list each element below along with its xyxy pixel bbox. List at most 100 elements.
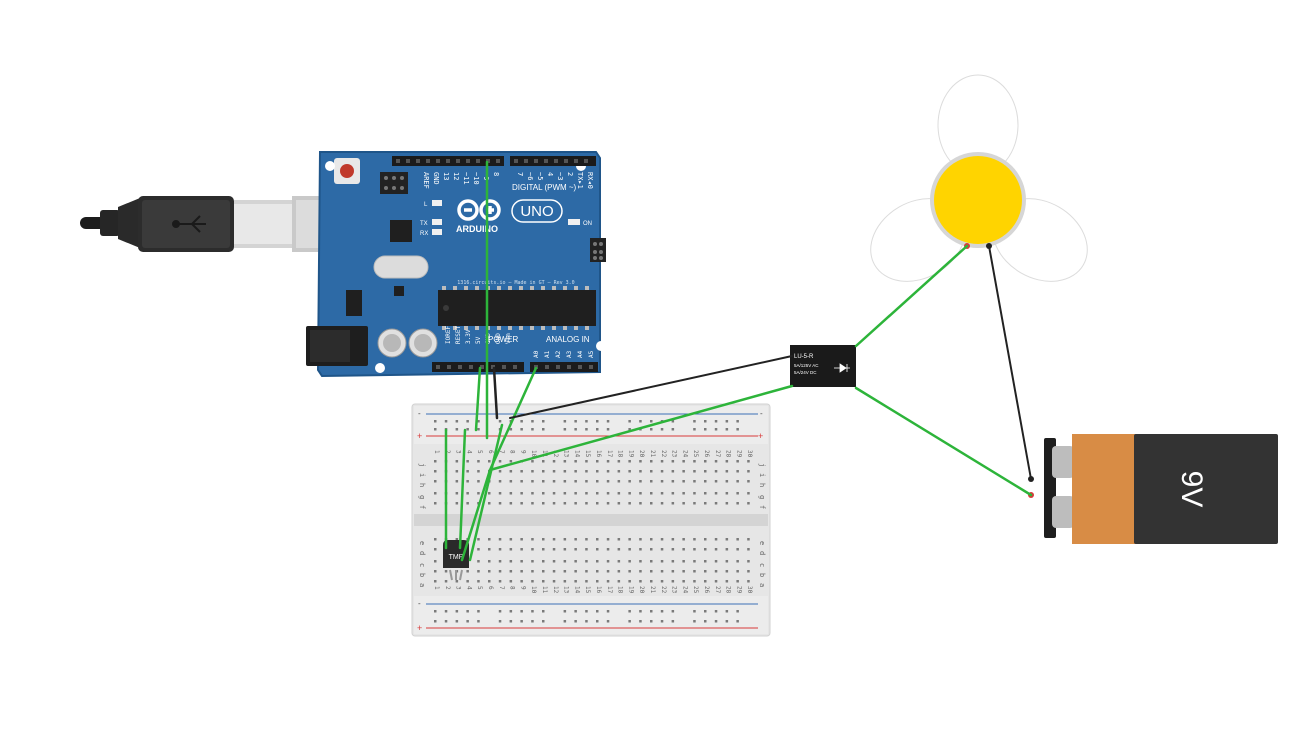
analog-pin-label: A1 <box>544 350 551 358</box>
wire-sensor-out <box>460 468 492 562</box>
column-number: 7 <box>498 586 505 590</box>
column-number: 13 <box>563 450 570 458</box>
column-number: 4 <box>465 586 472 590</box>
column-number: 21 <box>649 586 656 594</box>
relay-title: LU-5-R <box>794 354 814 360</box>
fan-motor-icon[interactable] <box>856 74 1103 298</box>
on-led-label: ON <box>583 221 592 227</box>
column-number: 3 <box>455 450 462 454</box>
row-letter: f <box>418 505 426 509</box>
row-letter: b <box>418 573 426 577</box>
row-letter: i <box>758 473 766 477</box>
wire-relay-to-fan <box>854 244 969 348</box>
column-number: 13 <box>563 586 570 594</box>
wire-a0-to-breadboard <box>488 366 538 472</box>
digital-pin-label: ~10 <box>472 172 480 185</box>
column-number: 24 <box>681 586 688 594</box>
battery-voltage-label: 9V <box>1175 471 1208 508</box>
column-number: 14 <box>573 450 580 458</box>
uno-model-label: UNO <box>520 203 553 220</box>
digital-pin-label: 13 <box>442 172 450 180</box>
column-number: 8 <box>509 586 516 590</box>
column-number: 18 <box>617 450 624 458</box>
digital-pin-label: 7 <box>516 172 524 176</box>
column-number: 7 <box>498 450 505 454</box>
power-pin-label: 3.3V <box>465 329 472 344</box>
relay-module[interactable]: LU-5-R 5A/125V AC 5A/24V DC <box>790 345 856 387</box>
column-number: 5 <box>476 450 483 454</box>
column-number: 9 <box>519 586 526 590</box>
row-letter: e <box>758 541 766 545</box>
power-pin-label: GND <box>495 333 502 344</box>
digital-pin-label: ~3 <box>556 172 564 180</box>
column-number: 27 <box>714 586 721 594</box>
power-header[interactable] <box>432 362 524 372</box>
wire-relay-signal <box>488 384 794 472</box>
led-tx-label: TX <box>420 221 428 227</box>
column-number: 30 <box>746 450 753 458</box>
digital-pin-label: RX◂0 <box>586 172 594 189</box>
column-number: 24 <box>681 450 688 458</box>
battery-9v[interactable]: 9V <box>1028 434 1278 544</box>
column-number: 23 <box>671 586 678 594</box>
analog-pin-label: A3 <box>566 350 573 358</box>
digital-pwm-label: DIGITAL (PWM ~) <box>512 183 577 192</box>
rail-plus-label-top: + <box>417 431 422 441</box>
power-pin-label: IOREF <box>445 326 452 344</box>
digital-pin-label: TX▸1 <box>576 172 584 189</box>
column-number: 15 <box>584 586 591 594</box>
row-letter: g <box>418 495 426 499</box>
digital-pin-label: GND <box>432 172 440 185</box>
wire-sensor-signal <box>458 428 467 550</box>
digital-pin-label: 4 <box>546 172 554 176</box>
row-letter: h <box>758 483 766 487</box>
wire-relay-gnd <box>509 355 793 419</box>
column-number: 10 <box>530 586 537 594</box>
arduino-brand: ARDUINO <box>456 224 498 234</box>
analog-header[interactable] <box>530 362 598 372</box>
column-number: 28 <box>725 450 732 458</box>
column-number: 29 <box>735 450 742 458</box>
wire-relay-to-battery <box>854 386 1033 497</box>
column-number: 29 <box>735 586 742 594</box>
column-number: 6 <box>487 586 494 590</box>
row-letter: c <box>418 563 426 567</box>
rail-plus-label-top-right: + <box>758 431 763 441</box>
power-pin-label: Vin <box>505 333 512 344</box>
column-number: 26 <box>703 450 710 458</box>
row-letter: d <box>418 551 426 555</box>
digital-pin-label: 12 <box>452 172 460 180</box>
arduino-logo-icon <box>457 199 501 221</box>
column-number: 22 <box>660 586 667 594</box>
breadboard[interactable]: - + - + - + 1122334455667788991010111112… <box>411 403 771 637</box>
relay-rating-1: 5A/125V AC <box>794 363 819 368</box>
rail-plus-label-bottom: + <box>417 623 422 633</box>
row-letter: b <box>758 573 766 577</box>
row-letter: a <box>418 583 426 587</box>
power-pin-label: RESET <box>455 326 462 344</box>
digital-pin-label: 2 <box>566 172 574 176</box>
column-number: 3 <box>455 586 462 590</box>
column-number: 8 <box>509 450 516 454</box>
row-letter: d <box>758 551 766 555</box>
tmp-label: TMP <box>449 554 464 561</box>
column-number: 30 <box>746 586 753 594</box>
analog-pin-label: A4 <box>577 350 584 358</box>
column-number: 12 <box>552 586 559 594</box>
digital-header-low[interactable] <box>510 156 596 166</box>
column-number: 10 <box>530 450 537 458</box>
row-letter: g <box>758 495 766 499</box>
column-number: 25 <box>692 450 699 458</box>
analog-pin-label: A5 <box>588 350 595 358</box>
power-label: POWER <box>488 335 518 344</box>
row-letter: c <box>758 563 766 567</box>
relay-rating-2: 5A/24V DC <box>794 370 817 375</box>
column-number: 17 <box>606 586 613 594</box>
column-number: 26 <box>703 586 710 594</box>
column-number: 12 <box>552 450 559 458</box>
digital-pin-label: ~5 <box>536 172 544 180</box>
wires[interactable] <box>444 160 1033 562</box>
column-number: 2 <box>444 450 451 454</box>
